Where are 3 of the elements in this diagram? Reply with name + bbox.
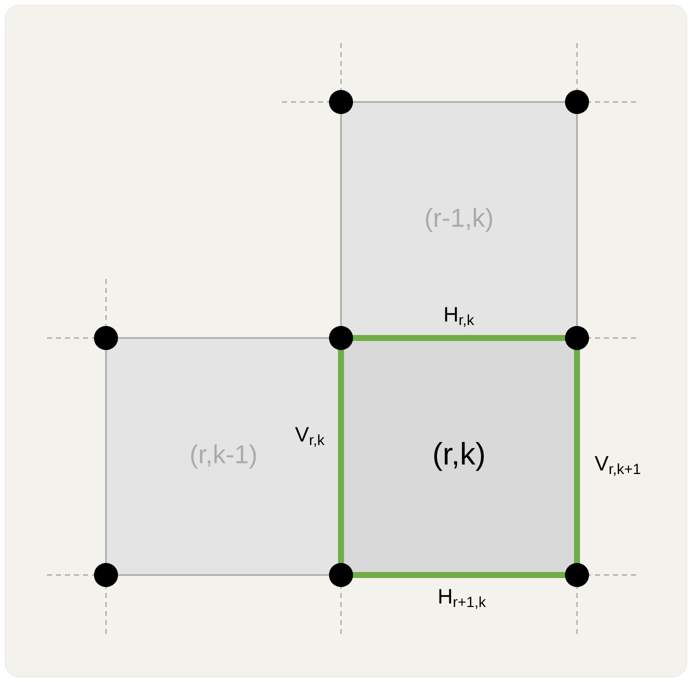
grid-cell: (r,k) <box>338 335 580 578</box>
side-label: H$_{r,k}$ <box>445 307 474 327</box>
side-label: V$_{r,k}$ <box>295 427 325 447</box>
